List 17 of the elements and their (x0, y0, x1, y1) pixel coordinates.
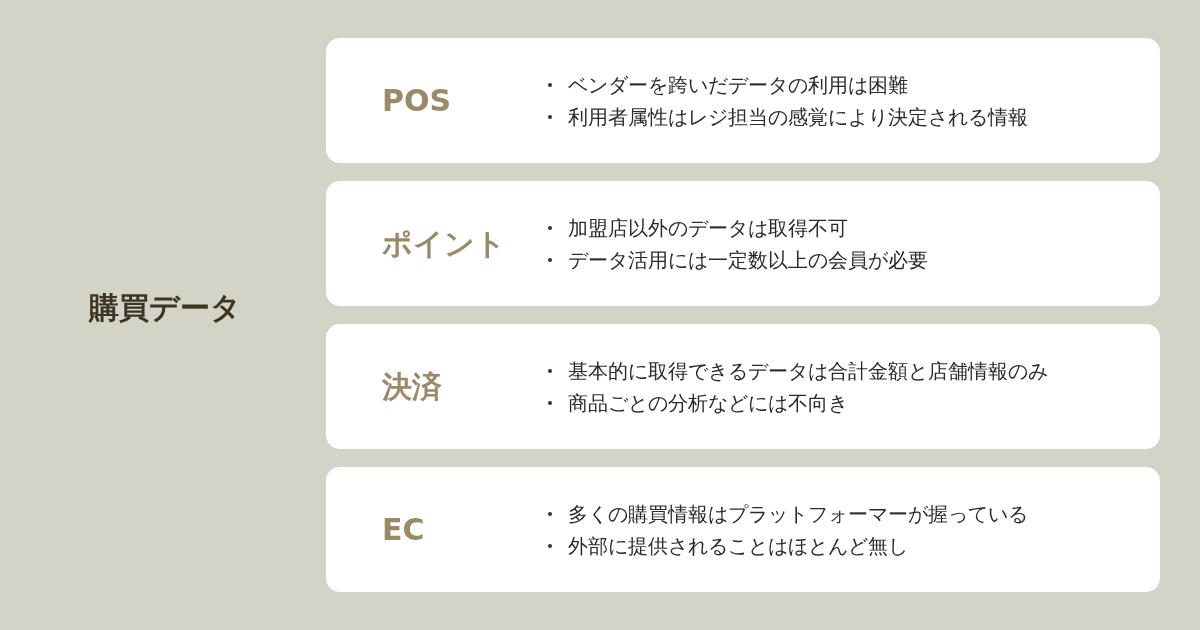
category-card (326, 324, 1160, 449)
category-card (326, 38, 1160, 163)
title: 購買データ (87, 289, 242, 327)
category-heading: POS (382, 81, 453, 120)
category-heading: ポイント (382, 224, 507, 263)
bullet-text: データ活用には一定数以上の会員が必要 (568, 246, 928, 273)
bullet-text: 多くの購買情報はプラットフォーマーが握っている (568, 500, 1028, 527)
bullet-text: 加盟店以外のデータは取得不可 (568, 214, 848, 241)
category-heading: 決済 (382, 367, 443, 406)
category-card (326, 181, 1160, 306)
bullet-text: 利用者属性はレジ担当の感覚により決定される情報 (568, 103, 1028, 130)
bullet-text: ベンダーを跨いだデータの利用は困難 (568, 71, 908, 98)
bullet-text: 基本的に取得できるデータは合計金額と店舗情報のみ (568, 357, 1048, 384)
category-heading: EC (382, 510, 426, 549)
bullet-text: 外部に提供されることはほとんど無し (568, 532, 908, 559)
bullet-text: 商品ごとの分析などには不向き (568, 389, 848, 416)
category-card (326, 467, 1160, 592)
